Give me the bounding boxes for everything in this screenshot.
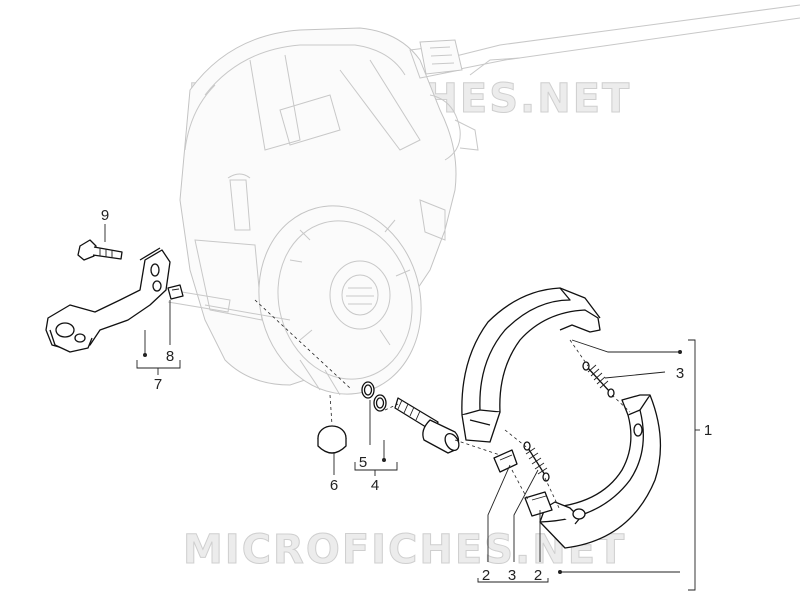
callout-2-right: 2 <box>534 567 542 584</box>
part-2-clip-lower <box>524 491 553 517</box>
callout-9: 9 <box>101 207 109 224</box>
callout-7: 7 <box>154 376 162 393</box>
leader-lines <box>104 224 700 591</box>
part-9-bolt <box>77 239 123 261</box>
part-2-clip-upper <box>493 449 518 473</box>
callout-3-upper: 3 <box>676 365 684 382</box>
part-1-lower-shoe <box>539 394 662 549</box>
callout-2-left: 2 <box>482 567 490 584</box>
assembly-guides <box>254 299 631 511</box>
part-7-bracket <box>45 247 171 353</box>
callout-4: 4 <box>371 477 379 494</box>
engine-housing <box>167 4 800 396</box>
part-4-camshaft <box>394 397 460 454</box>
part-6-cap <box>317 425 347 454</box>
part-8-clip <box>167 284 184 300</box>
callout-1: 1 <box>704 422 712 439</box>
part-5-orings <box>361 381 387 412</box>
callout-6: 6 <box>330 477 338 494</box>
callout-3-lower: 3 <box>508 567 516 584</box>
part-3-spring-upper <box>582 361 615 398</box>
part-1-upper-shoe <box>461 287 601 443</box>
part-3-spring-lower <box>523 441 550 482</box>
callout-5: 5 <box>359 454 367 471</box>
callout-labels: 9 8 7 5 4 6 3 1 2 3 2 <box>101 207 712 584</box>
callout-8: 8 <box>166 348 174 365</box>
